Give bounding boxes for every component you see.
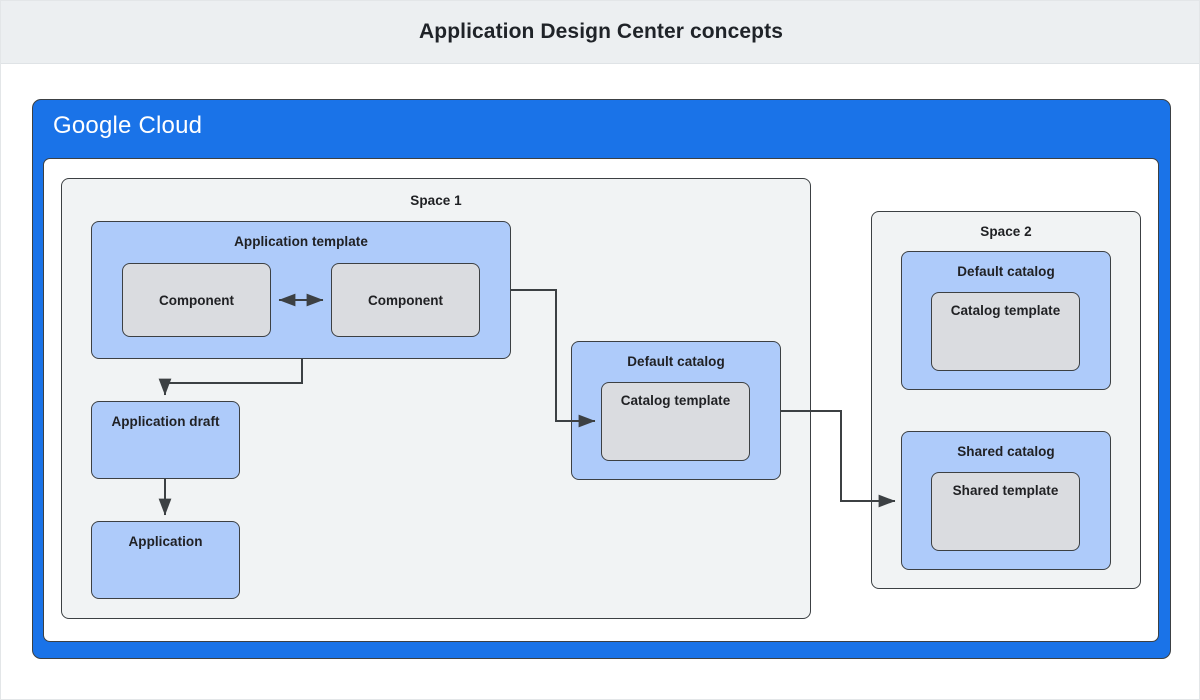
title-bar: Application Design Center concepts	[1, 1, 1199, 64]
shared-catalog-label: Shared catalog	[957, 444, 1055, 459]
default-catalog-label-space2: Default catalog	[957, 264, 1055, 279]
page-title: Application Design Center concepts	[419, 20, 783, 43]
catalog-template-box-space1: Catalog template	[601, 382, 750, 461]
application-draft-box: Application draft	[91, 401, 240, 479]
component-box-2: Component	[331, 263, 480, 337]
catalog-template-box-space2: Catalog template	[931, 292, 1080, 371]
application-draft-label: Application draft	[111, 414, 220, 429]
shared-template-label: Shared template	[952, 483, 1059, 498]
logo-cloud-text: Cloud	[138, 112, 203, 139]
catalog-template-label-space2: Catalog template	[950, 303, 1061, 318]
space-2-label: Space 2	[980, 224, 1032, 239]
component-box-1: Component	[122, 263, 271, 337]
shared-template-box: Shared template	[931, 472, 1080, 551]
component-1-label: Component	[159, 292, 234, 308]
google-cloud-logo: Google Cloud	[53, 112, 202, 140]
application-label: Application	[128, 534, 203, 549]
application-box: Application	[91, 521, 240, 599]
catalog-template-label-space1: Catalog template	[620, 393, 731, 408]
space-1-label: Space 1	[410, 193, 462, 208]
default-catalog-label-space1: Default catalog	[627, 354, 725, 369]
application-template-label: Application template	[234, 234, 368, 249]
logo-google-text: Google	[53, 112, 132, 139]
component-2-label: Component	[368, 292, 443, 308]
